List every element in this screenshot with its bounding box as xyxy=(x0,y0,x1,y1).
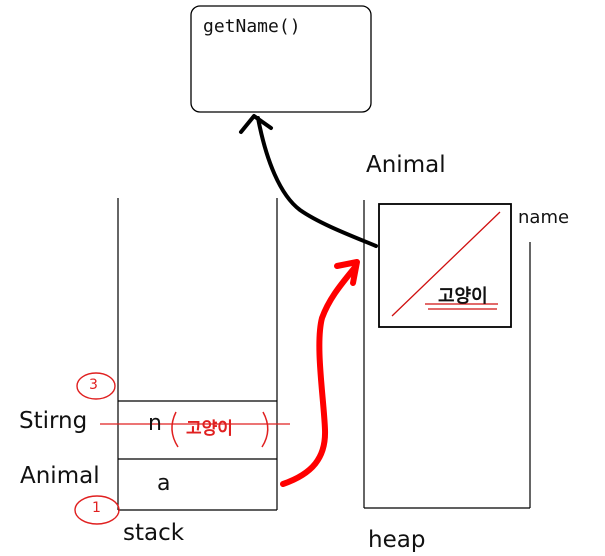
stack-column xyxy=(117,198,278,511)
step-circle-3 xyxy=(76,372,116,400)
close-paren xyxy=(261,411,269,448)
heap-object-value: 고양이 xyxy=(438,286,488,307)
method-box xyxy=(190,5,372,113)
stack-type-label: Stirng xyxy=(19,408,88,434)
pointer-arrow-to-method xyxy=(256,116,378,248)
heap-label: heap xyxy=(368,527,426,553)
step-number-1: 1 xyxy=(92,500,101,516)
open-paren xyxy=(171,411,179,448)
stack-var-label: a xyxy=(157,471,171,496)
step-number-3: 3 xyxy=(89,377,98,393)
stack-var-value: 고양이 xyxy=(186,419,233,439)
stack-var-label: n xyxy=(148,411,162,436)
step-circle-1 xyxy=(74,495,120,525)
stack-label: stack xyxy=(123,520,185,546)
arrowhead-red xyxy=(334,259,360,286)
method-label: getName() xyxy=(203,16,301,37)
strikethrough-line xyxy=(391,211,501,317)
heap-object-class-label: Animal xyxy=(366,152,446,178)
field-label: name xyxy=(518,207,570,228)
reference-arrow xyxy=(280,263,359,487)
arrowhead-black xyxy=(239,114,273,134)
value-underline xyxy=(425,303,498,310)
stack-type-label: Animal xyxy=(20,463,100,489)
heap-column xyxy=(363,200,531,509)
